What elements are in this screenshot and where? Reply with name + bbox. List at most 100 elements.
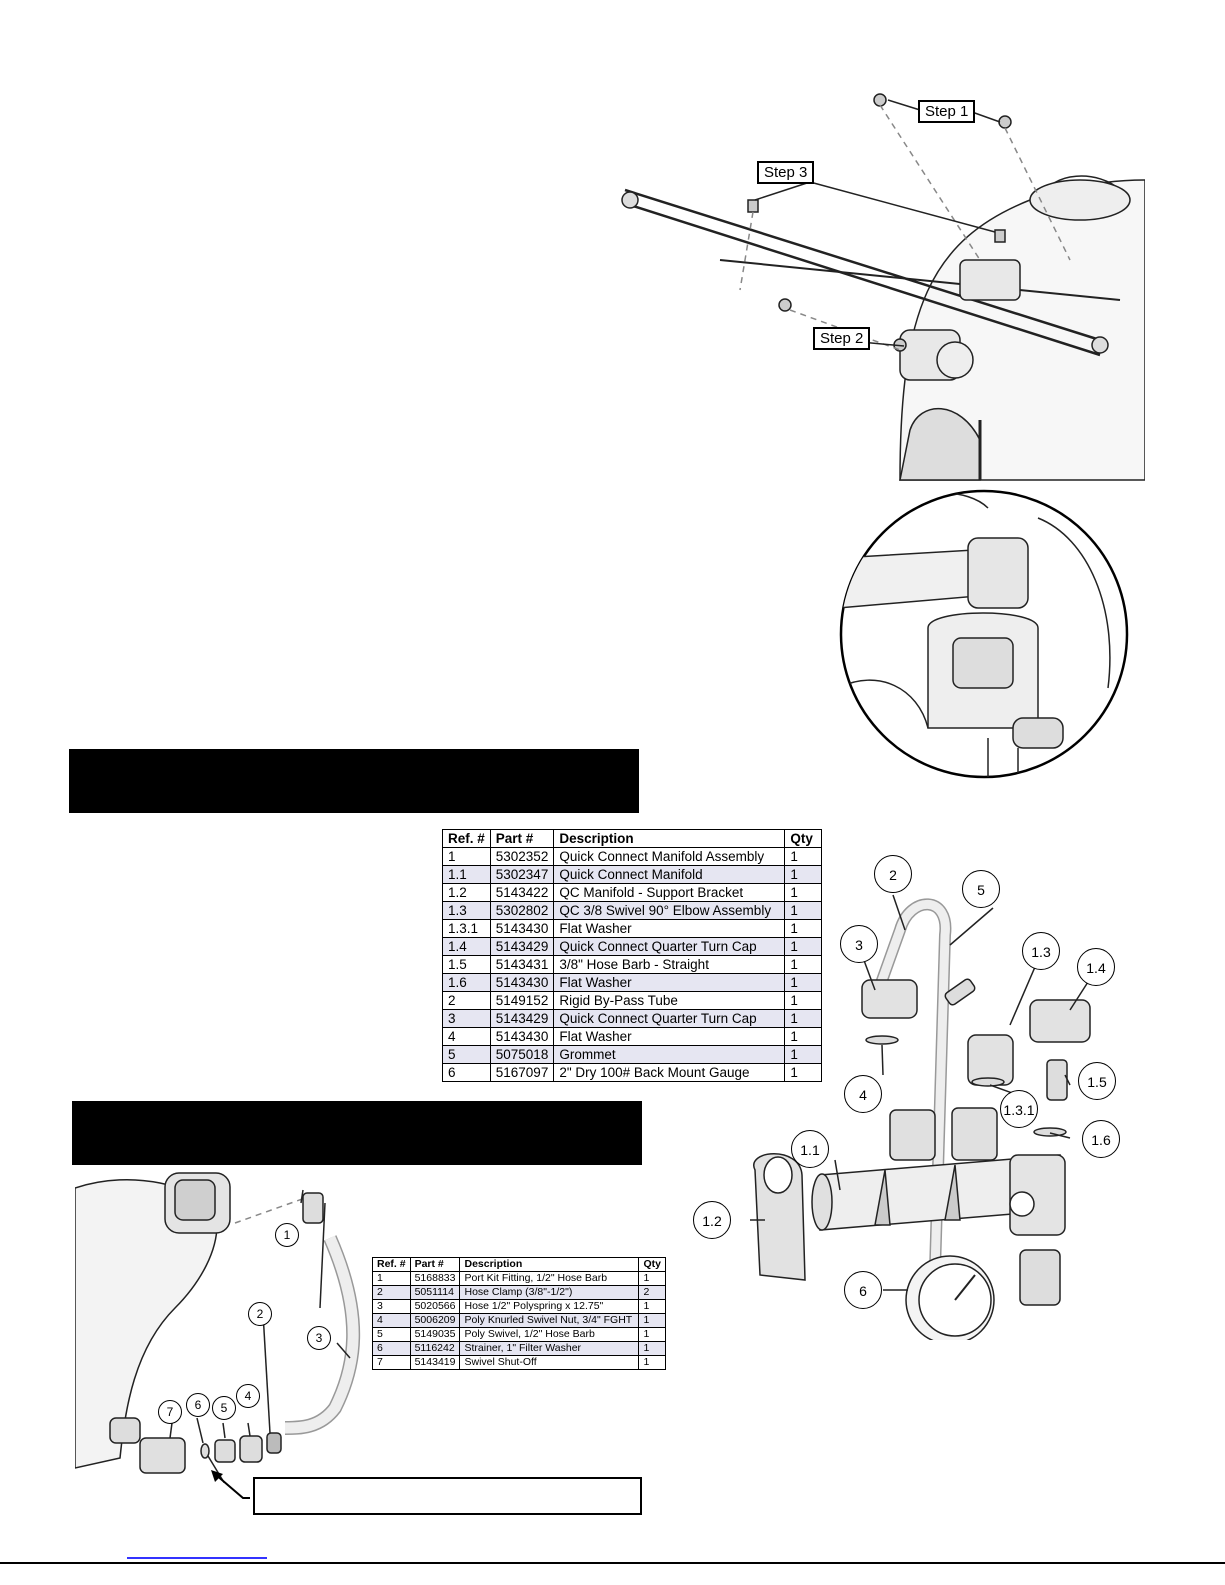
- qty-cell: 1: [638, 1299, 667, 1314]
- part-cell: 5051114: [409, 1285, 461, 1300]
- hose-callout-1: 1: [275, 1223, 299, 1247]
- manifold-detail-circle: [839, 489, 1129, 779]
- description-cell: Rigid By-Pass Tube: [553, 991, 786, 1010]
- qty-cell: 1: [638, 1341, 667, 1356]
- ref-cell: 5: [372, 1327, 411, 1342]
- ref-cell: 1.6: [442, 973, 491, 992]
- col-part: Part #: [489, 829, 555, 848]
- callout-1-2: 1.2: [693, 1201, 731, 1239]
- hose-assembly-illustration: [75, 1172, 361, 1483]
- description-cell: Swivel Shut-Off: [459, 1355, 640, 1370]
- ref-cell: 1.5: [442, 955, 491, 974]
- ref-cell: 5: [442, 1045, 491, 1064]
- section-header-bar-manifold: [69, 749, 639, 813]
- hose-callout-6: 6: [186, 1393, 210, 1417]
- ref-cell: 1.3.1: [442, 919, 491, 938]
- footer-link-underline[interactable]: [127, 1557, 267, 1559]
- hose-callout-3: 3: [307, 1326, 331, 1350]
- description-cell: 2" Dry 100# Back Mount Gauge: [553, 1063, 786, 1082]
- qty-cell: 1: [784, 865, 823, 884]
- callout-1-3: 1.3: [1022, 932, 1060, 970]
- ref-cell: 3: [372, 1299, 411, 1314]
- qty-cell: 1: [784, 1045, 823, 1064]
- qty-cell: 1: [638, 1313, 667, 1328]
- step-3-callout: Step 3: [757, 161, 815, 184]
- qty-cell: 1: [784, 1009, 823, 1028]
- table-header-row: Ref. # Part # Description Qty: [442, 829, 823, 848]
- callout-1-3-1: 1.3.1: [1000, 1090, 1038, 1128]
- sprayer-frame-illustration: [621, 93, 1145, 481]
- part-cell: 5143430: [489, 973, 555, 992]
- description-cell: 3/8" Hose Barb - Straight: [553, 955, 786, 974]
- hose-callout-7: 7: [158, 1400, 182, 1424]
- description-cell: Poly Swivel, 1/2" Hose Barb: [459, 1327, 640, 1342]
- part-cell: 5149152: [489, 991, 555, 1010]
- description-cell: QC 3/8 Swivel 90° Elbow Assembly: [553, 901, 786, 920]
- hose-callout-5: 5: [212, 1396, 236, 1420]
- section-header-bar-hose: [72, 1101, 642, 1165]
- ref-cell: 3: [442, 1009, 491, 1028]
- description-cell: Quick Connect Quarter Turn Cap: [553, 1009, 786, 1028]
- ref-cell: 6: [372, 1341, 411, 1356]
- ref-cell: 1.3: [442, 901, 491, 920]
- part-cell: 5006209: [409, 1313, 461, 1328]
- note-arrow: [211, 1470, 250, 1499]
- description-cell: Hose Clamp (3/8"-1/2"): [459, 1285, 640, 1300]
- callout-3: 3: [840, 925, 878, 963]
- callout-6: 6: [844, 1271, 882, 1309]
- ref-cell: 1.1: [442, 865, 491, 884]
- col-ref: Ref. #: [372, 1257, 411, 1272]
- description-cell: Quick Connect Manifold: [553, 865, 786, 884]
- part-cell: 5075018: [489, 1045, 555, 1064]
- hose-callout-2: 2: [248, 1302, 272, 1326]
- part-cell: 5143422: [489, 883, 555, 902]
- description-cell: Quick Connect Quarter Turn Cap: [553, 937, 786, 956]
- col-description: Description: [459, 1257, 640, 1272]
- ref-cell: 1: [372, 1271, 411, 1286]
- col-description: Description: [553, 829, 786, 848]
- callout-1-1: 1.1: [791, 1130, 829, 1168]
- part-cell: 5143429: [489, 937, 555, 956]
- footer-rule: [0, 1562, 1225, 1564]
- callout-1-4: 1.4: [1077, 948, 1115, 986]
- ref-cell: 4: [442, 1027, 491, 1046]
- callout-2: 2: [874, 855, 912, 893]
- table-header-row: Ref. # Part # Description Qty: [372, 1257, 667, 1272]
- part-cell: 5302352: [489, 847, 555, 866]
- col-qty: Qty: [638, 1257, 667, 1272]
- description-cell: Flat Washer: [553, 973, 786, 992]
- description-cell: Hose 1/2" Polyspring x 12.75": [459, 1299, 640, 1314]
- description-cell: Strainer, 1" Filter Washer: [459, 1341, 640, 1356]
- description-cell: Poly Knurled Swivel Nut, 3/4" FGHT: [459, 1313, 640, 1328]
- part-cell: 5143431: [489, 955, 555, 974]
- callout-1-6: 1.6: [1082, 1120, 1120, 1158]
- qty-cell: 1: [784, 973, 823, 992]
- col-part: Part #: [409, 1257, 461, 1272]
- col-qty: Qty: [784, 829, 823, 848]
- part-cell: 5167097: [489, 1063, 555, 1082]
- ref-cell: 2: [372, 1285, 411, 1300]
- ref-cell: 1.2: [442, 883, 491, 902]
- qty-cell: 1: [638, 1327, 667, 1342]
- step-2-callout: Step 2: [813, 327, 871, 350]
- ref-cell: 1: [442, 847, 491, 866]
- ref-cell: 7: [372, 1355, 411, 1370]
- ref-cell: 6: [442, 1063, 491, 1082]
- qty-cell: 2: [638, 1285, 667, 1300]
- qty-cell: 1: [784, 1063, 823, 1082]
- part-cell: 5149035: [409, 1327, 461, 1342]
